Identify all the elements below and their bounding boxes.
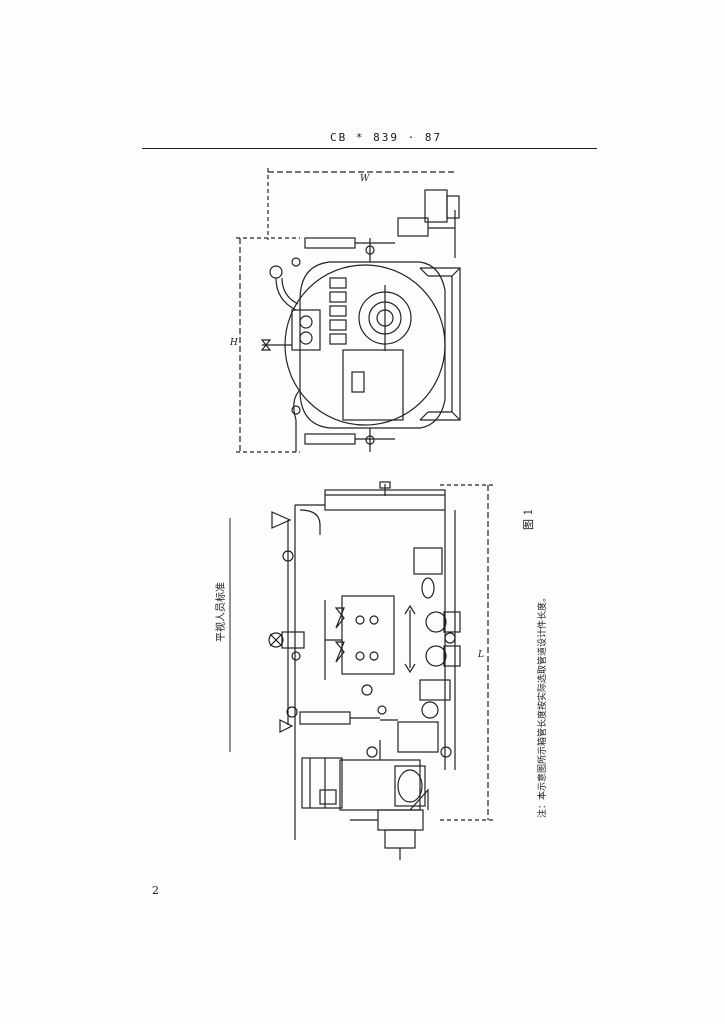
side-note: 平视人员标准 (216, 582, 227, 642)
dimension-label-width: W (360, 174, 370, 184)
figure-footnote: 注：本示意图所示箱管长度按实际选取管道设计件长度。 (538, 592, 548, 818)
side-view (268, 481, 495, 860)
dimension-label-height: H (230, 338, 238, 348)
figure-label: 图 1 (522, 508, 535, 531)
standard-code: CB * 839 · 87 (330, 131, 443, 144)
end-view (236, 168, 461, 453)
page-number: 2 (152, 884, 159, 897)
header-rule (142, 148, 597, 149)
dimension-label-length: L (478, 650, 484, 660)
